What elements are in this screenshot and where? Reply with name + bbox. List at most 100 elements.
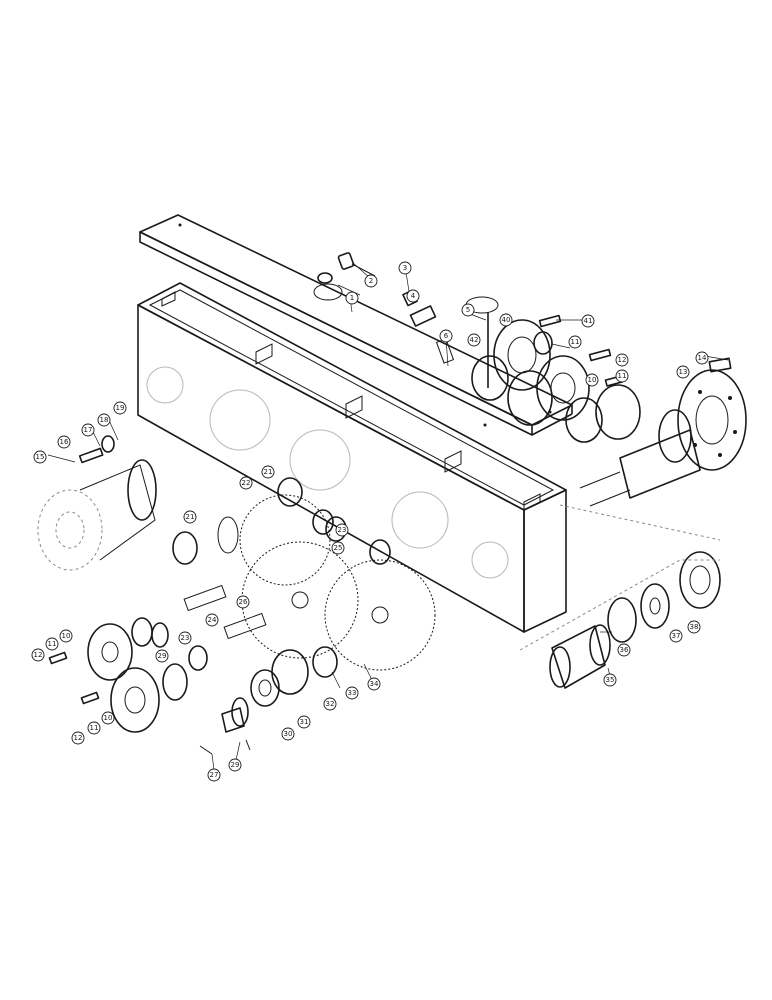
svg-text:31: 31 <box>300 718 309 726</box>
callout-30: 30 <box>281 727 295 741</box>
callout-34: 34 <box>367 677 381 691</box>
svg-text:14: 14 <box>698 354 707 362</box>
callout-11c: 11 <box>45 637 59 651</box>
callout-29a: 29 <box>155 649 169 663</box>
svg-text:12: 12 <box>74 734 83 742</box>
drive-motor-unit <box>37 435 157 571</box>
svg-text:5: 5 <box>466 306 470 314</box>
callout-40: 40 <box>499 313 513 327</box>
leader-lines <box>47 261 729 771</box>
callout-29b: 29 <box>228 758 242 772</box>
svg-text:19: 19 <box>116 404 125 412</box>
callout-36: 36 <box>617 643 631 657</box>
callout-35: 35 <box>603 673 617 687</box>
callout-26: 26 <box>236 595 250 609</box>
svg-text:12: 12 <box>618 356 627 364</box>
svg-text:15: 15 <box>36 453 45 461</box>
callout-21a: 21 <box>261 465 275 479</box>
svg-text:35: 35 <box>606 676 615 684</box>
callout-12a: 12 <box>615 353 629 367</box>
svg-text:6: 6 <box>444 332 449 340</box>
svg-text:10: 10 <box>588 376 597 384</box>
svg-text:25: 25 <box>334 544 343 552</box>
svg-text:3: 3 <box>403 264 407 272</box>
svg-text:21: 21 <box>186 513 195 521</box>
callout-6: 6 <box>439 329 453 343</box>
svg-text:32: 32 <box>326 700 335 708</box>
callout-10b: 10 <box>59 629 73 643</box>
callout-38: 38 <box>687 620 701 634</box>
svg-text:11: 11 <box>618 372 627 380</box>
output-hub-shaft <box>579 357 747 507</box>
svg-text:36: 36 <box>620 646 629 654</box>
svg-text:21: 21 <box>264 468 273 476</box>
svg-text:38: 38 <box>690 623 699 631</box>
callout-2: 2 <box>364 274 378 288</box>
svg-text:27: 27 <box>210 771 219 779</box>
callout-5: 5 <box>461 303 475 317</box>
callout-32: 32 <box>323 697 337 711</box>
svg-text:37: 37 <box>672 632 681 640</box>
sprocket-bushing-seal <box>519 504 721 689</box>
callout-11d: 11 <box>87 721 101 735</box>
svg-text:22: 22 <box>242 479 251 487</box>
callout-10a: 10 <box>585 373 599 387</box>
svg-text:34: 34 <box>370 680 379 688</box>
callout-12c: 12 <box>71 731 85 745</box>
svg-text:18: 18 <box>100 416 109 424</box>
svg-text:29: 29 <box>158 652 167 660</box>
cover-plate <box>139 214 573 436</box>
svg-text:23: 23 <box>338 526 347 534</box>
svg-text:40: 40 <box>502 316 511 324</box>
svg-text:11: 11 <box>48 640 57 648</box>
svg-text:29: 29 <box>231 761 240 769</box>
callout-22: 22 <box>239 476 253 490</box>
callout-31: 31 <box>297 715 311 729</box>
callout-16: 16 <box>57 435 71 449</box>
callout-11b: 11 <box>615 369 629 383</box>
gear-case-housing <box>137 282 567 633</box>
svg-text:17: 17 <box>84 426 93 434</box>
callout-18: 18 <box>97 413 111 427</box>
svg-text:23: 23 <box>181 634 190 642</box>
svg-text:30: 30 <box>284 730 293 738</box>
callout-14: 14 <box>695 351 709 365</box>
callout-1: 1 <box>345 291 359 305</box>
callout-15: 15 <box>33 450 47 464</box>
svg-text:11: 11 <box>90 724 99 732</box>
svg-text:2: 2 <box>369 277 373 285</box>
callout-17: 17 <box>81 423 95 437</box>
svg-text:24: 24 <box>208 616 217 624</box>
svg-text:41: 41 <box>584 317 593 325</box>
callout-25: 25 <box>331 541 345 555</box>
callout-3: 3 <box>398 261 412 275</box>
lower-bearing-covers <box>48 617 208 733</box>
svg-text:42: 42 <box>470 336 479 344</box>
svg-text:12: 12 <box>34 651 43 659</box>
svg-text:11: 11 <box>571 338 580 346</box>
svg-text:10: 10 <box>62 632 71 640</box>
svg-text:4: 4 <box>411 292 416 300</box>
svg-text:10: 10 <box>104 714 113 722</box>
svg-text:16: 16 <box>60 438 69 446</box>
upper-bearing-covers <box>471 314 641 443</box>
lower-center-seals <box>199 646 338 755</box>
callout-37: 37 <box>669 629 683 643</box>
svg-text:33: 33 <box>348 689 357 697</box>
callout-19: 19 <box>113 401 127 415</box>
callout-13: 13 <box>676 365 690 379</box>
svg-text:13: 13 <box>679 368 688 376</box>
callout-10c: 10 <box>101 711 115 725</box>
callout-11a: 11 <box>568 335 582 349</box>
callout-4: 4 <box>406 289 420 303</box>
callout-42: 42 <box>467 333 481 347</box>
callout-24: 24 <box>205 613 219 627</box>
callout-41: 41 <box>581 314 595 328</box>
svg-text:1: 1 <box>350 294 354 302</box>
callout-23b: 23 <box>178 631 192 645</box>
svg-text:26: 26 <box>239 598 248 606</box>
callout-23a: 23 <box>335 523 349 537</box>
callout-27: 27 <box>207 768 221 782</box>
callout-12b: 12 <box>31 648 45 662</box>
